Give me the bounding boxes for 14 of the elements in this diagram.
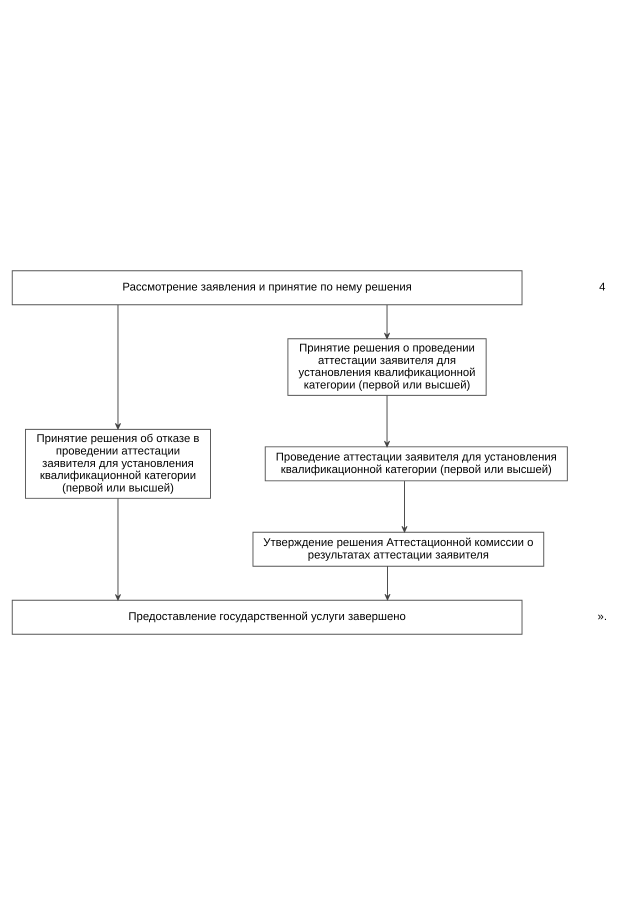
arrow xyxy=(114,498,121,601)
arrow xyxy=(114,304,121,430)
label: 4 xyxy=(599,282,606,294)
node-box: Принятие решения о проведении аттестации заявителя для установления квалификационной категории (первой или высшей) xyxy=(287,338,487,396)
arrow xyxy=(384,304,390,340)
node-box: Принятие решения об отказе в проведении аттестации заявителя для установления квалификационной категории (первой или высшей) xyxy=(25,428,211,499)
node-box: Предоставление государственной услуги завершено xyxy=(12,600,522,635)
node-box: Утверждение решения Аттестационной комиссии о результатах аттестации заявителя xyxy=(252,532,544,567)
arrow xyxy=(384,566,391,600)
node-box: Рассмотрение заявления и принятие по нему решения xyxy=(12,270,522,306)
node-box: Проведение аттестации заявителя для установления квалификационной категории (первой или высшей) xyxy=(264,446,568,482)
arrow xyxy=(384,395,390,448)
arrow xyxy=(401,480,408,532)
label: ». xyxy=(598,611,607,624)
